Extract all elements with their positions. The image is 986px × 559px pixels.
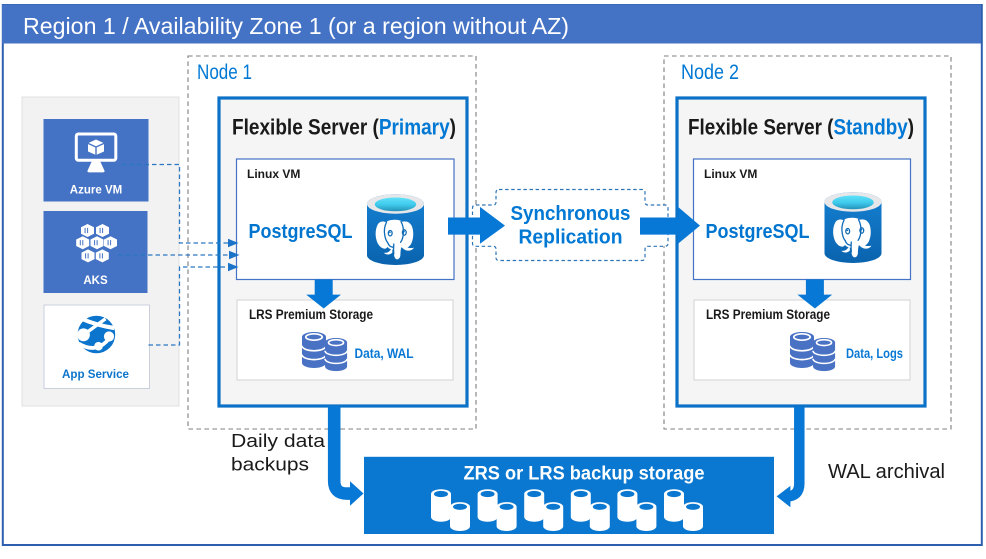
svg-text:Region 1 / Availability Zone 1: Region 1 / Availability Zone 1 (or a reg… bbox=[23, 13, 569, 39]
svg-text:AKS: AKS bbox=[83, 275, 108, 287]
svg-text:Flexible Server (Standby): Flexible Server (Standby) bbox=[688, 115, 914, 140]
svg-text:Linux VM: Linux VM bbox=[247, 167, 300, 181]
svg-text:LRS Premium Storage: LRS Premium Storage bbox=[706, 307, 830, 322]
svg-text:Data, Logs: Data, Logs bbox=[846, 345, 903, 361]
svg-text:Daily data: Daily data bbox=[231, 431, 326, 451]
svg-text:Flexible Server (Primary): Flexible Server (Primary) bbox=[232, 115, 456, 140]
svg-text:App Service: App Service bbox=[62, 369, 129, 381]
svg-text:Linux VM: Linux VM bbox=[704, 167, 757, 181]
svg-text:Synchronous: Synchronous bbox=[511, 203, 631, 225]
svg-text:PostgreSQL: PostgreSQL bbox=[706, 221, 810, 243]
svg-text:Data, WAL: Data, WAL bbox=[355, 345, 414, 361]
svg-text:Azure VM: Azure VM bbox=[70, 185, 122, 197]
svg-text:PostgreSQL: PostgreSQL bbox=[249, 221, 353, 243]
svg-text:backups: backups bbox=[231, 455, 309, 475]
svg-text:Node 1: Node 1 bbox=[197, 61, 252, 84]
svg-text:Replication: Replication bbox=[519, 227, 623, 249]
svg-text:LRS Premium Storage: LRS Premium Storage bbox=[249, 307, 373, 322]
svg-text:Node 2: Node 2 bbox=[681, 61, 739, 84]
svg-text:WAL archival: WAL archival bbox=[828, 461, 945, 483]
svg-text:ZRS or LRS backup storage: ZRS or LRS backup storage bbox=[464, 464, 705, 485]
